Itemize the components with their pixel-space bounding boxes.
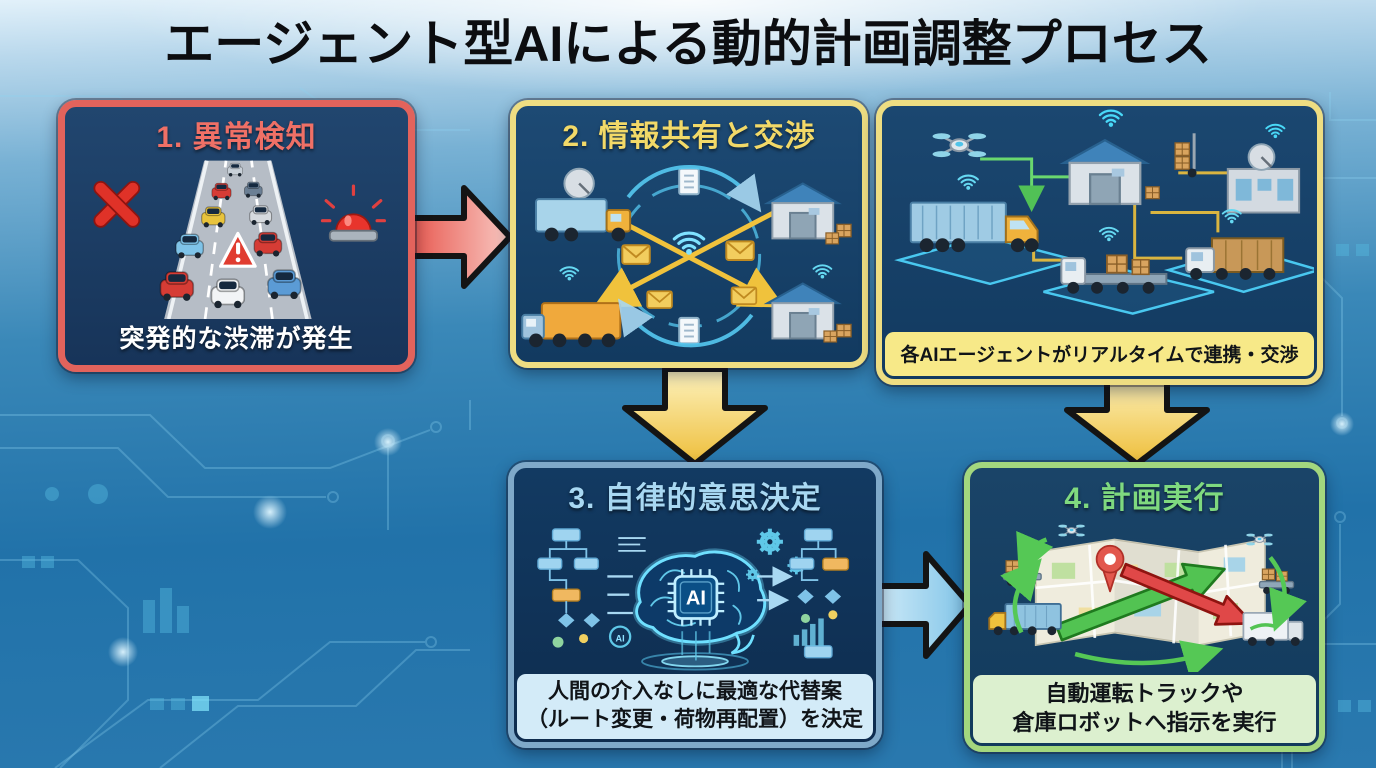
page-title: エージェント型AIによる動的計画調整プロセス (164, 16, 1212, 72)
relay-station-icon (1226, 143, 1301, 214)
red-route-arrow-icon (1119, 562, 1254, 626)
warehouse-icon (1062, 138, 1160, 206)
delivery-truck-icon (1242, 611, 1304, 646)
step4-heading: 4. 計画実行 (1064, 482, 1225, 515)
arrow-step1-to-step2 (406, 178, 514, 296)
crate-truck-icon (1185, 208, 1285, 280)
siren-icon (320, 184, 386, 242)
container-truck-icon (988, 603, 1062, 636)
bar-chart-icon (793, 618, 824, 646)
step3-autonomous-decision-panel: 3. 自律的意思決定 (508, 462, 882, 748)
step1-caption: 突発的な渋滞が発生 (119, 325, 354, 353)
step1-anomaly-detection-panel: 1. 異常検知 (58, 100, 415, 372)
ai-brain-illustration: AI (514, 518, 876, 671)
traffic-jam-illustration (65, 157, 408, 319)
flowchart-right-icon (757, 528, 850, 659)
cargo-cart-icon (1258, 568, 1295, 595)
step3-caption: 人間の介入なしに最適な代替案 （ルート変更・荷物再配置）を決定 (517, 674, 873, 739)
agents-collaboration-panel: 各AIエージェントがリアルタイムで連携・交渉 (876, 100, 1323, 385)
flowchart-left-icon (537, 528, 646, 648)
red-x-icon (93, 180, 141, 228)
green-route-arrow-icon (1054, 562, 1226, 642)
arrow-step2-to-step3 (620, 366, 770, 468)
step3-heading: 3. 自律的意思決定 (568, 482, 822, 515)
orange-truck-icon (521, 302, 622, 348)
gears-icon (744, 529, 807, 583)
ai-gear-small-icon: AI (608, 625, 632, 648)
arrow-step3-to-step4 (872, 542, 974, 668)
step1-heading: 1. 異常検知 (156, 121, 317, 154)
hand-truck-icon (1174, 133, 1197, 178)
step2-info-sharing-panel: 2. 情報共有と交渉 (510, 100, 868, 368)
negotiation-network-illustration (516, 156, 862, 362)
svg-text:AI: AI (616, 633, 625, 643)
warehouse-icon (766, 282, 852, 343)
warehouse-icon (766, 182, 852, 245)
route-map-illustration (970, 518, 1319, 672)
map-pin-icon (1095, 544, 1125, 593)
agents-caption: 各AIエージェントがリアルタイムで連携・交渉 (885, 332, 1314, 376)
container-truck-icon (909, 174, 1039, 253)
ai-chip-icon: AI (667, 569, 725, 626)
svg-text:AI: AI (686, 588, 706, 610)
step2-heading: 2. 情報共有と交渉 (562, 120, 816, 153)
warning-triangle-icon (218, 231, 257, 268)
flatbed-truck-icon (1060, 226, 1168, 294)
satellite-truck-icon (534, 167, 632, 242)
step4-plan-execution-panel: 4. 計画実行 (964, 462, 1325, 752)
cycle-arrows-icon (1000, 530, 1307, 672)
step4-caption: 自動運転トラックや 倉庫ロボットへ指示を実行 (973, 674, 1316, 743)
agents-network-illustration (882, 106, 1317, 329)
